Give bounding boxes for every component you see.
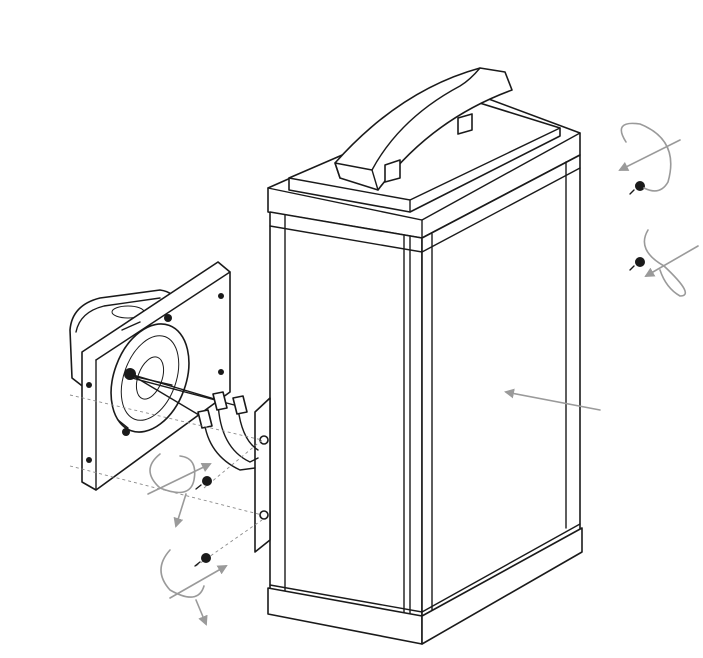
rotation-arrow-icon-lower-mount xyxy=(160,549,228,626)
wire-nut-1 xyxy=(197,409,213,429)
wire-nut-2 xyxy=(212,391,228,411)
screw-icon-mount-upper xyxy=(195,476,212,490)
rotation-arrow-icon-middle xyxy=(643,229,699,297)
screw-icon-mount-lower xyxy=(194,553,211,567)
wire-nut-3 xyxy=(232,395,248,415)
lantern-fixture xyxy=(254,67,583,645)
lantern-back-bracket xyxy=(254,397,271,553)
bracket-hole-upper xyxy=(259,435,269,445)
lantern-body xyxy=(267,154,583,645)
mounting-plate xyxy=(81,261,231,491)
direction-arrow-icon xyxy=(504,388,601,411)
rotation-arrow-icon-top xyxy=(618,122,681,192)
lantern-handle xyxy=(334,67,513,191)
screw-icon-top-2 xyxy=(629,257,645,271)
rotation-arrow-icon-upper-mount xyxy=(147,453,212,528)
screw-icon-top-1 xyxy=(629,181,645,195)
bracket-hole-lower xyxy=(259,510,269,520)
wire-connectors xyxy=(129,373,259,471)
